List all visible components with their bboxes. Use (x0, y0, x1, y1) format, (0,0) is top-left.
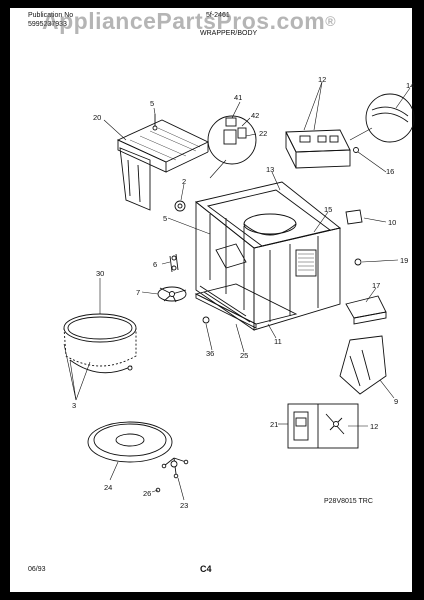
callout-3: 3 (72, 401, 76, 410)
date-code: 06/93 (28, 566, 46, 573)
model-number: 5f-2461 (206, 12, 230, 19)
part-10-plate (345, 209, 363, 225)
publication-label: Publication No (28, 12, 74, 19)
leader-lines (63, 81, 411, 501)
callout-5-mid: 5 (163, 214, 167, 223)
callout-42: 42 (251, 111, 259, 120)
part-3-roller-support (69, 359, 133, 374)
callout-41: 41 (234, 93, 242, 102)
part-19-fastener (354, 258, 362, 266)
callout-24: 24 (104, 483, 112, 492)
part-9-air-guide (339, 335, 387, 395)
callout-11: 11 (274, 337, 282, 346)
part-5-screw (152, 114, 158, 131)
callout-2: 2 (182, 177, 186, 186)
part-6-bracket (169, 253, 179, 273)
callout-22: 22 (259, 129, 267, 138)
part-30-roller-ring (63, 313, 137, 367)
callout-16: 16 (386, 167, 394, 176)
callout-17: 17 (372, 281, 380, 290)
callout-25: 25 (240, 351, 248, 360)
callout-7: 7 (136, 288, 140, 297)
callout-12-top: 12 (318, 75, 326, 84)
part-16-screw (353, 147, 359, 153)
part-23-roller-guide (161, 457, 189, 479)
page-code: C4 (200, 564, 212, 574)
drawing-code: P28V8015 TRC (324, 498, 373, 505)
callout-12-box: 12 (370, 422, 378, 431)
magnified-detail-circle (207, 115, 257, 179)
section-title: WRAPPER/BODY (200, 30, 258, 37)
part-14-round-panel (365, 93, 415, 143)
callout-21: 21 (270, 420, 278, 429)
callout-9: 9 (394, 397, 398, 406)
callout-14: 14 (406, 81, 414, 90)
callout-13: 13 (266, 165, 274, 174)
publication-number: 5995237933 (28, 21, 67, 28)
parts-21-12-detail-box (287, 403, 359, 449)
callout-36: 36 (206, 349, 214, 358)
part-12-control-bracket (285, 127, 373, 169)
part-24-glass-tray (87, 421, 173, 463)
callout-20: 20 (93, 113, 101, 122)
main-cabinet (194, 181, 342, 331)
callout-26: 26 (143, 489, 151, 498)
callout-30: 30 (96, 269, 104, 278)
part-20-top-cover (116, 119, 210, 211)
part-7-stirrer-fan (157, 286, 187, 303)
callout-15: 15 (324, 205, 332, 214)
callout-5-top: 5 (150, 99, 154, 108)
part-25-bottom-plate (194, 283, 298, 329)
watermark-logo: AppliancePartsPros.com® (42, 8, 337, 34)
callout-6: 6 (153, 260, 157, 269)
callout-19: 19 (400, 256, 408, 265)
callout-labels: 20 5 41 42 22 12 14 16 2 13 15 10 5 19 6… (72, 75, 414, 510)
part-36-clip (202, 316, 210, 324)
callout-23: 23 (180, 501, 188, 510)
part-17-duct (345, 295, 387, 325)
part-2-fitting (174, 200, 186, 212)
callout-10: 10 (388, 218, 396, 227)
